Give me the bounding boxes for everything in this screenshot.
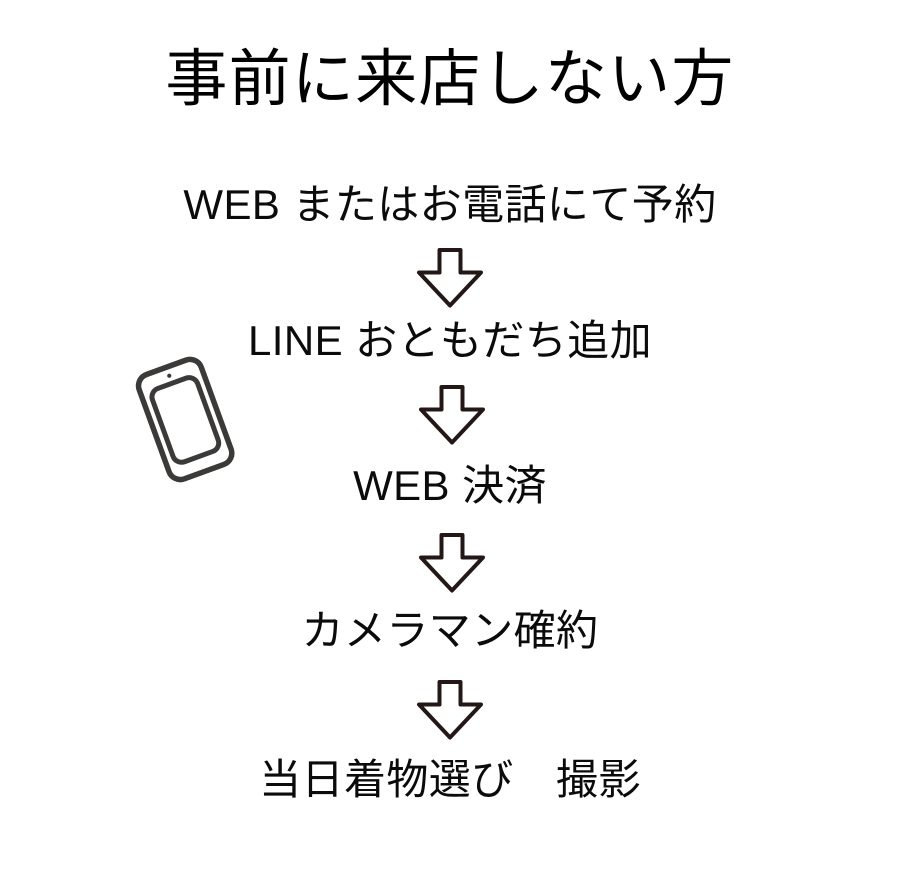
page-title: 事前に来店しない方	[165, 46, 735, 114]
flow-step-3: WEB 決済	[353, 462, 547, 509]
smartphone-icon	[130, 352, 240, 487]
flow-step-5: 当日着物選び 撮影	[259, 756, 641, 803]
arrow-down-outline-icon	[417, 384, 487, 446]
arrow-down-outline-icon	[415, 247, 485, 309]
flow-step-2: LINE おともだち追加	[247, 317, 653, 364]
arrow-down-outline-icon	[415, 679, 485, 741]
flow-step-1: WEB またはお電話にて予約	[183, 181, 717, 228]
flow-step-4: カメラマン確約	[301, 607, 599, 654]
arrow-down-outline-icon	[417, 532, 487, 594]
